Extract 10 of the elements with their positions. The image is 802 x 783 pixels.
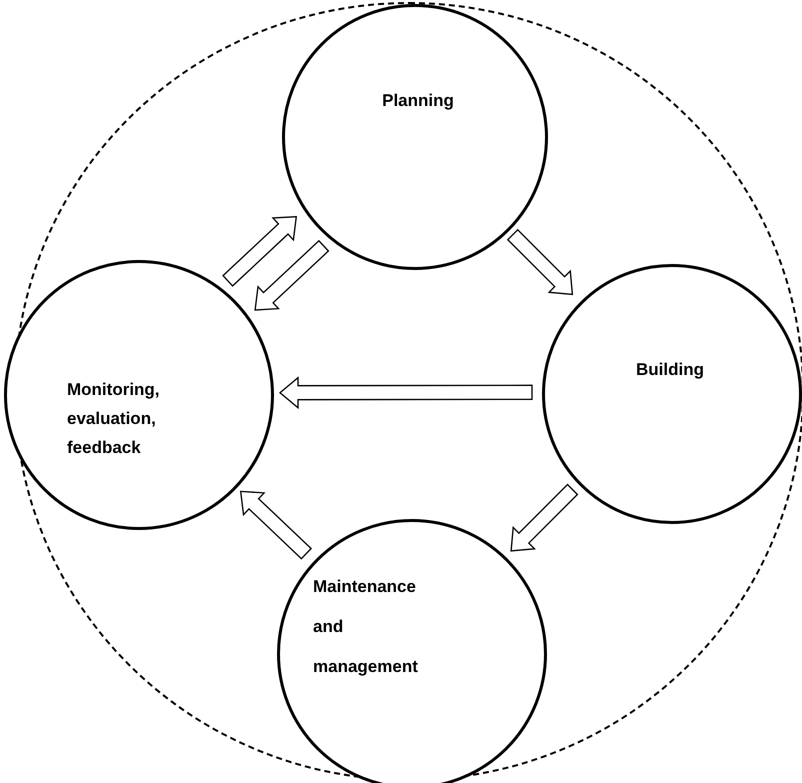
block-arrow	[510, 484, 578, 552]
block-arrow	[278, 376, 533, 410]
stage-label: Planning	[381, 90, 455, 112]
block-arrow	[506, 228, 574, 296]
block-arrow	[240, 490, 312, 560]
block-arrow	[222, 216, 298, 287]
stage-label: Monitoring, evaluation, feedback	[67, 379, 161, 459]
stage-label: Maintenance and management	[313, 576, 419, 678]
block-arrow	[254, 240, 330, 311]
stage-label: Building	[635, 359, 705, 381]
